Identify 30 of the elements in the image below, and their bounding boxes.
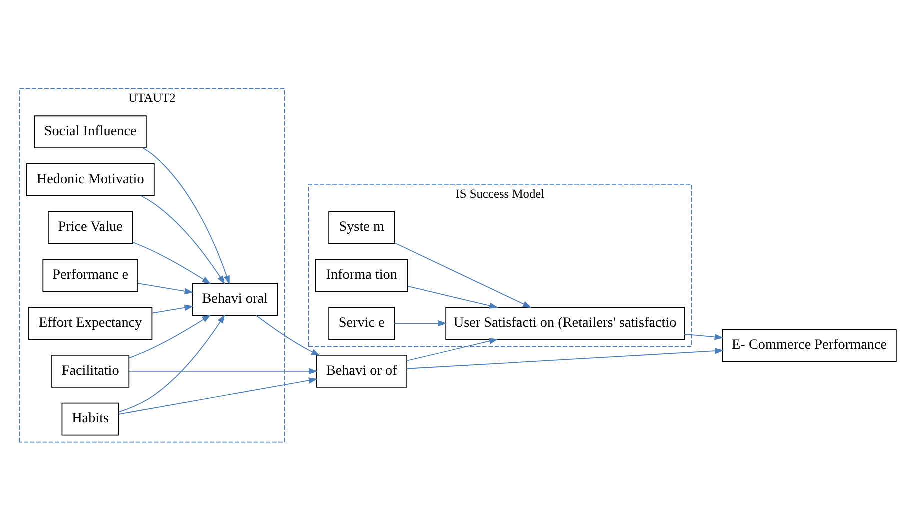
arrow <box>684 333 724 340</box>
arrow <box>128 314 212 358</box>
arrow <box>140 195 226 284</box>
node-box: Price Value <box>48 210 134 244</box>
node-box: Effort Expectancy <box>28 306 153 340</box>
node-box: Facilitatio <box>52 354 130 388</box>
node-box: Performanc e <box>42 258 138 292</box>
arrow <box>406 348 724 369</box>
arrow <box>118 377 318 414</box>
arrow <box>132 241 212 284</box>
node-box: Informa tion <box>315 258 408 292</box>
node-box: Habits <box>62 402 120 436</box>
arrow <box>256 314 320 356</box>
node-box: Social Influence <box>34 115 147 148</box>
node-box: User Satisfacti on (Retailers' satisfactio <box>446 306 685 340</box>
arrow <box>138 282 194 294</box>
node-box: Behavi oral <box>192 282 278 316</box>
arrow <box>406 338 498 361</box>
arrow <box>394 242 532 308</box>
node-box: Servic e <box>328 306 396 340</box>
node-box: E- Commerce Performance <box>722 328 897 362</box>
arrow <box>128 368 318 374</box>
arrow <box>152 304 194 314</box>
node-box: Behavi or of <box>316 354 408 388</box>
arrow <box>142 147 230 284</box>
arrow <box>408 286 498 308</box>
node-box: Syste m <box>328 210 396 244</box>
arrow <box>118 314 226 412</box>
node-box: Hedonic Motivatio <box>26 163 155 196</box>
arrow <box>394 320 447 326</box>
